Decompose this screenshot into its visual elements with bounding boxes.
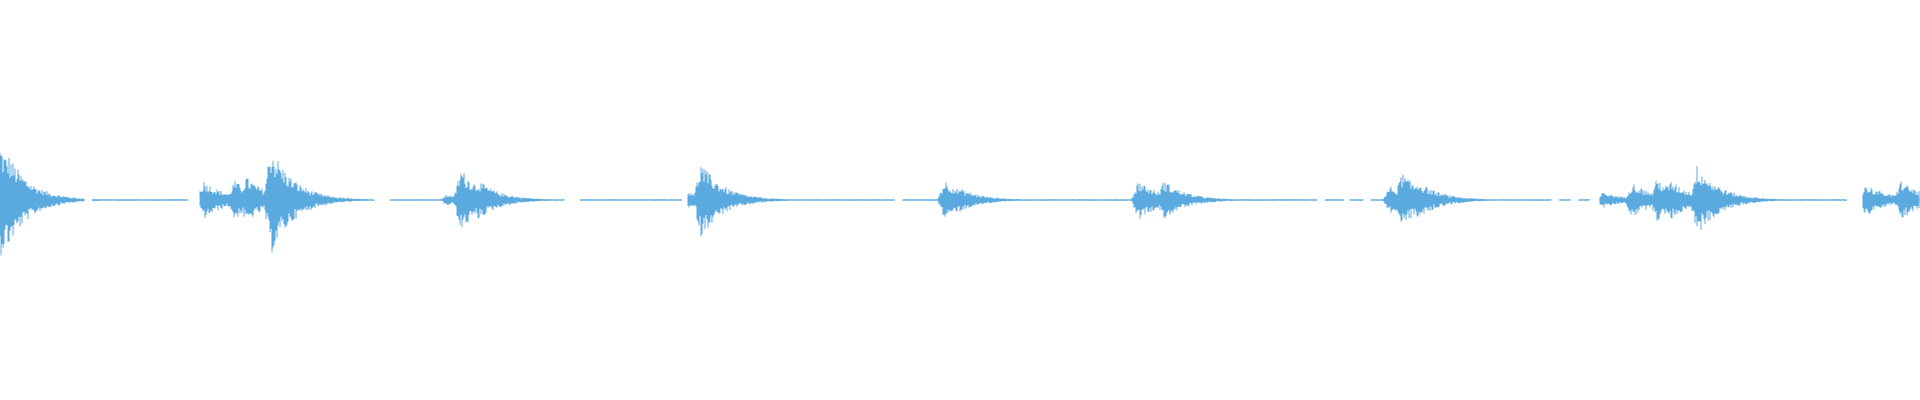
silence-gap [84,198,93,202]
waveform-trace [0,153,1920,256]
silence-gap [1344,198,1350,202]
silence-gap [188,198,200,202]
silence-gap [1317,198,1325,202]
silence-gap [894,198,903,202]
silence-gap [374,198,390,202]
silence-gap [1363,198,1371,202]
silence-gap [1589,198,1600,202]
silence-gap [1551,198,1560,202]
silence-gap [564,198,580,202]
silence-gap [1570,198,1579,202]
silence-gap [681,198,688,202]
silence-gap [1847,198,1863,202]
